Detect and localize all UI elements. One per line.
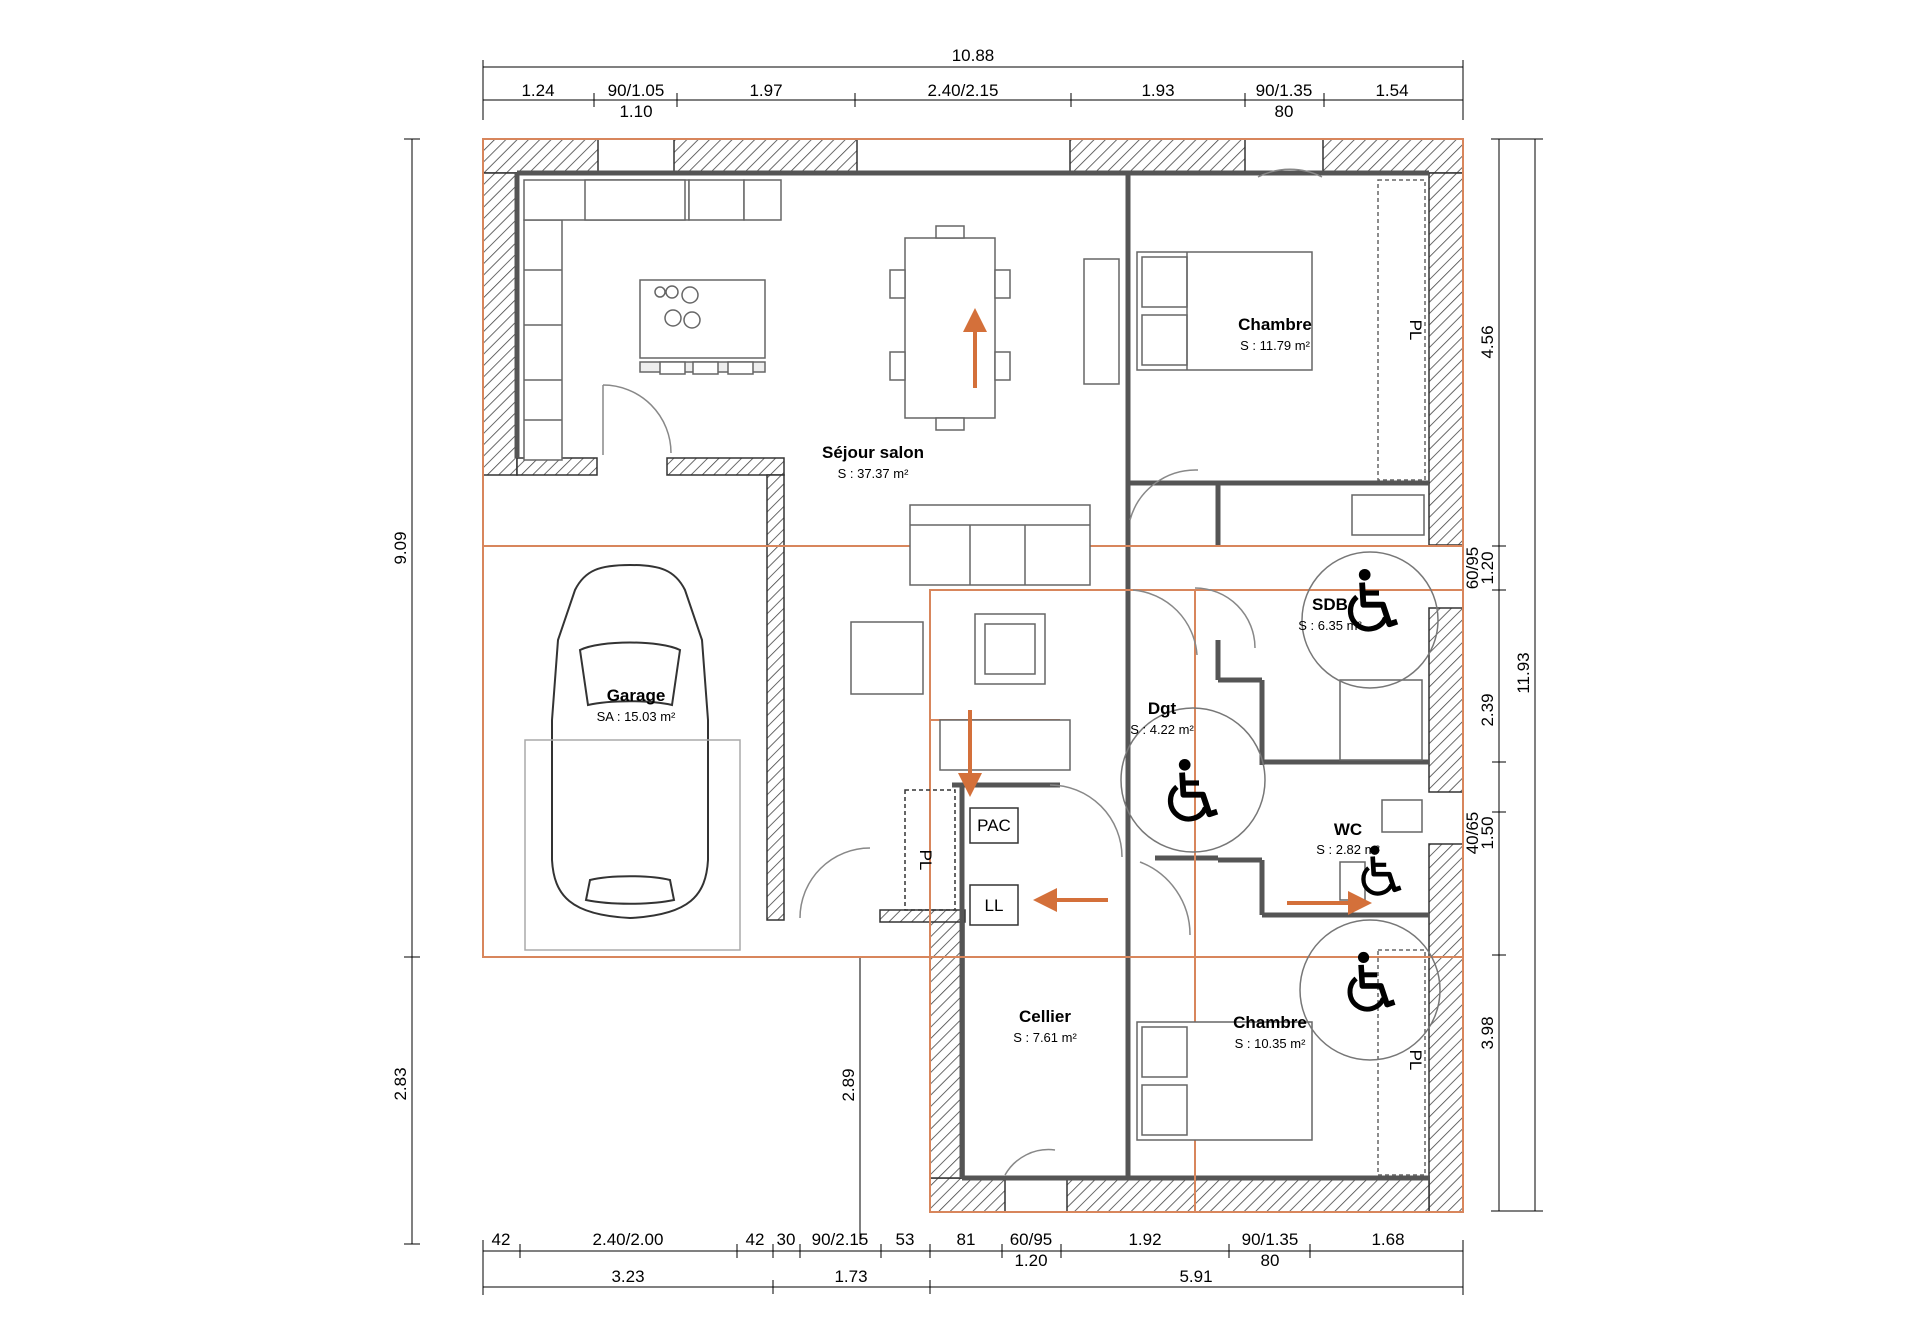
dim-top-seg-2: 90/1.05 [608,81,665,100]
dim-right-seg-6: 1.50 [1478,816,1497,849]
dim-bottom-seg-10: 90/1.35 [1242,1230,1299,1249]
room-name-chambre-2: Chambre [1233,1013,1307,1032]
room-area-garage: SA : 15.03 m² [597,709,676,724]
dim-bottom-seg-8: 60/95 [1010,1230,1053,1249]
door-swing-icon [602,168,1323,1176]
dim-top-seg-7: 1.54 [1375,81,1408,100]
room-name-wc: WC [1334,820,1362,839]
dim-bottom-seg-5: 90/2.15 [812,1230,869,1249]
room-area-cellier: S : 7.61 m² [1013,1030,1077,1045]
room-name-cellier: Cellier [1019,1007,1071,1026]
dim-bottom-seg-9: 1.92 [1128,1230,1161,1249]
dim-top-sub-1: 1.10 [619,102,652,121]
dim-bottom-seg-11: 1.68 [1371,1230,1404,1249]
room-area-wc: S : 2.82 m² [1316,842,1380,857]
dim-left-lower: 2.83 [391,1067,410,1100]
placard-label-chambre-1: PL [1406,320,1425,341]
dim-top-seg-6: 90/1.35 [1256,81,1313,100]
dim-bottom-seg-6: 53 [896,1230,915,1249]
dim-top-seg-4: 2.40/2.15 [928,81,999,100]
bathroom-fixtures [1339,494,1425,901]
room-name-dgt: Dgt [1148,699,1177,718]
dim-top-total: 10.88 [952,46,995,65]
dim-right-seg-1: 4.56 [1478,325,1497,358]
dim-right-seg-5: 40/65 [1463,812,1482,855]
dining-table [889,225,1120,431]
car-icon [524,563,741,951]
dim-bottom-seg-7: 81 [957,1230,976,1249]
room-name-garage: Garage [607,686,666,705]
bed-bedroom-2 [1136,949,1426,1176]
dim-right-seg-4: 2.39 [1478,693,1497,726]
dim-top-sub-2: 80 [1275,102,1294,121]
dim-bottom-total-3: 5.91 [1179,1267,1212,1286]
cellier-equipment [904,789,1019,926]
placard-label-cellier: PL [916,850,935,871]
ll-label: LL [985,896,1004,915]
room-area-sdb: S : 6.35 m² [1298,618,1362,633]
dim-right-total: 11.93 [1514,652,1533,693]
dim-bottom-seg-1: 42 [492,1230,511,1249]
dimensions-bottom [482,1240,1464,1295]
dim-bottom-total-1: 3.23 [611,1267,644,1286]
wheelchair-accessibility-icon [1120,551,1441,1061]
room-name-chambre-1: Chambre [1238,315,1312,334]
room-area-dgt: S : 4.22 m² [1130,722,1194,737]
kitchen [523,179,782,461]
dim-top-seg-3: 1.97 [749,81,782,100]
room-area-chambre-2: S : 10.35 m² [1235,1036,1306,1051]
dim-bottom-sub-1: 1.20 [1014,1251,1047,1270]
dim-left-total: 9.09 [391,531,410,564]
sofa [850,504,1091,771]
arrow-icon [958,308,1372,915]
pac-label: PAC [977,816,1011,835]
dim-right-seg-3: 60/95 [1463,547,1482,590]
room-name-sdb: SDB [1312,595,1348,614]
placard-label-chambre-2: PL [1406,1050,1425,1071]
dimensions-right [1491,138,1543,1212]
dim-bottom-seg-3: 42 [746,1230,765,1249]
dim-bottom-total-2: 1.73 [834,1267,867,1286]
dimensions-top [482,60,1464,120]
exterior-walls [482,138,1464,1213]
bed-bedroom-1 [1136,179,1426,481]
dim-bottom-seg-2: 2.40/2.00 [593,1230,664,1249]
dim-right-seg-2: 1.20 [1478,551,1497,584]
room-area-chambre-1: S : 11.79 m² [1240,338,1311,353]
room-name-sejour: Séjour salon [822,443,924,462]
dim-right-seg-7: 3.98 [1478,1016,1497,1049]
dim-bottom-seg-4: 30 [777,1230,796,1249]
dim-inner-height: 2.89 [839,1068,858,1101]
dim-bottom-sub-2: 80 [1261,1251,1280,1270]
dim-top-seg-5: 1.93 [1141,81,1174,100]
dim-top-seg-1: 1.24 [521,81,554,100]
room-area-sejour: S : 37.37 m² [838,466,909,481]
